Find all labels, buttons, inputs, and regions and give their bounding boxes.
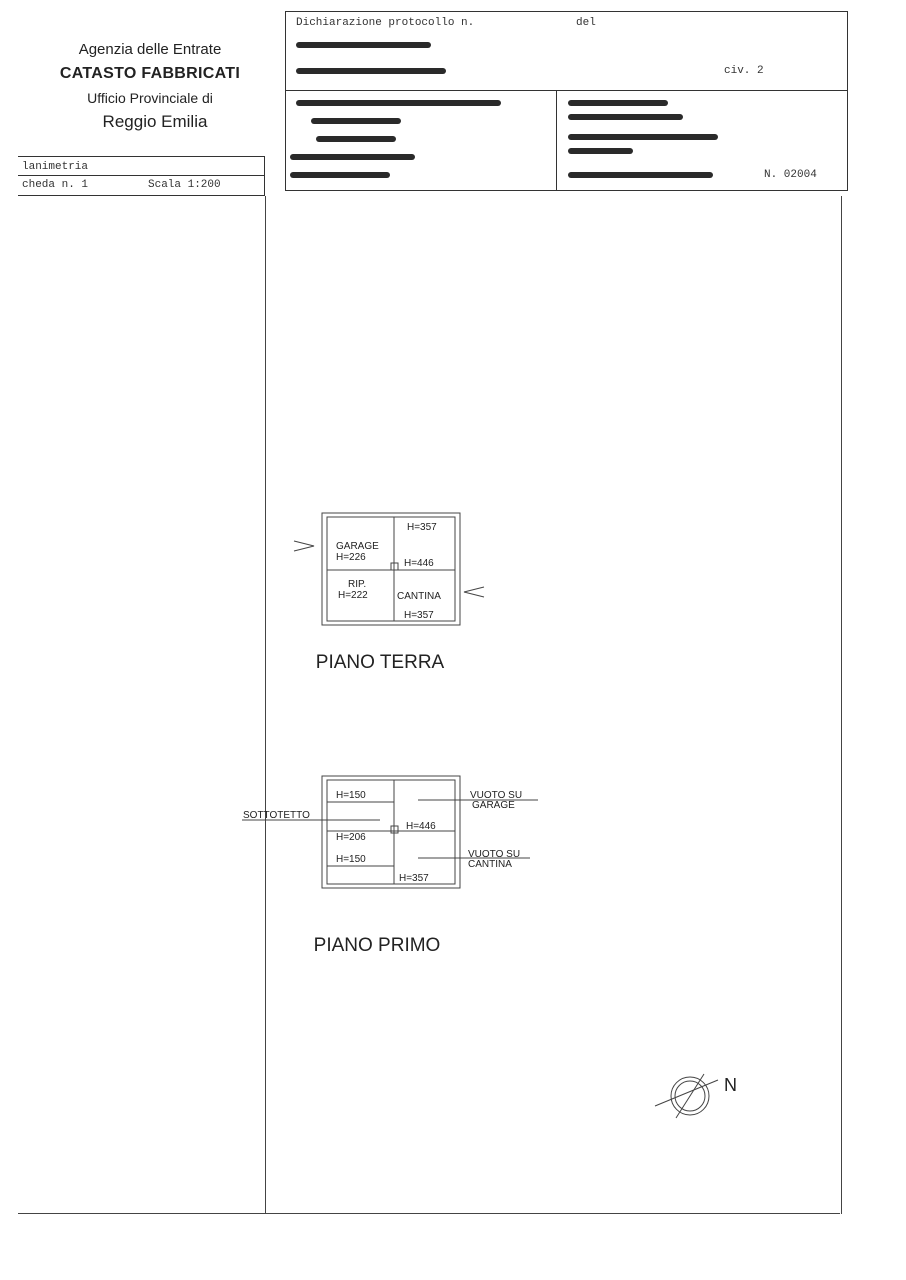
date-label: del: [576, 17, 596, 29]
garage-height: H=226: [336, 552, 366, 563]
vuoto-cantina-label: VUOTO SU: [468, 849, 520, 860]
height-label: H=150: [336, 790, 366, 801]
redaction-bar: [568, 172, 713, 178]
redaction-bar: [311, 118, 401, 124]
planimetria-box: lanimetria cheda n. 1 Scala 1:200: [18, 156, 265, 196]
redaction-bar: [316, 136, 396, 142]
vuoto-garage-label: GARAGE: [472, 800, 515, 811]
planimetria-label: lanimetria: [22, 161, 89, 173]
garage-label: GARAGE: [336, 541, 379, 552]
height-label: H=446: [404, 558, 434, 569]
redaction-bar: [290, 154, 415, 160]
sheet-number: N. 02004: [764, 169, 817, 181]
height-label: H=206: [336, 832, 366, 843]
inner-wall: [326, 779, 456, 885]
scale-label: Scala 1:200: [148, 179, 221, 191]
office-city: Reggio Emilia: [102, 112, 208, 131]
inner-wall: [326, 516, 456, 622]
office-label: Ufficio Provinciale di: [87, 90, 213, 106]
redaction-bar: [568, 134, 718, 140]
bottom-border: [18, 1213, 840, 1214]
pillar: [390, 562, 399, 571]
cantina-label: CANTINA: [397, 591, 441, 602]
declaration-box: Dichiarazione protocollo n. del civ. 2 N…: [285, 11, 848, 191]
scheda-label: cheda n. 1: [22, 179, 89, 191]
redaction-bar: [568, 148, 633, 154]
entrance-arrow: [293, 540, 315, 552]
height-label: H=446: [406, 821, 436, 832]
redaction-bar: [568, 114, 683, 120]
vuoto-garage-label: VUOTO SU: [470, 790, 522, 801]
sottotetto-label: SOTTOTETTO: [243, 810, 310, 821]
rip-label: RIP.: [348, 579, 366, 590]
ground-floor-plan: [293, 512, 485, 626]
drawing-frame: [265, 196, 842, 1214]
height-label: H=357: [399, 873, 429, 884]
first-floor-plan: [242, 775, 538, 889]
redaction-bar: [296, 68, 446, 74]
redaction-bar: [568, 100, 668, 106]
redaction-bar: [296, 42, 431, 48]
north-label: N: [724, 1075, 737, 1095]
divider: [18, 175, 264, 176]
first-floor-title: PIANO PRIMO: [314, 935, 441, 956]
north-compass-icon: [654, 1073, 719, 1119]
divider: [556, 90, 557, 190]
catasto-title: CATASTO FABBRICATI: [59, 65, 241, 82]
civic-number: civ. 2: [724, 65, 764, 77]
redaction-bar: [290, 172, 390, 178]
height-label: H=357: [404, 610, 434, 621]
redaction-bar: [296, 100, 501, 106]
outer-wall: [321, 775, 461, 889]
pillar: [390, 825, 399, 834]
entrance-arrow: [463, 586, 485, 598]
vuoto-cantina-label: CANTINA: [468, 859, 512, 870]
height-label: H=357: [407, 522, 437, 533]
ground-floor-title: PIANO TERRA: [316, 652, 445, 673]
agency-heading: Agenzia delle Entrate CATASTO FABBRICATI…: [40, 38, 260, 134]
agency-name: Agenzia delle Entrate: [78, 41, 222, 58]
protocol-label: Dichiarazione protocollo n.: [296, 17, 475, 29]
divider: [286, 90, 847, 91]
rip-height: H=222: [338, 590, 368, 601]
outer-wall: [321, 512, 461, 626]
height-label: H=150: [336, 854, 366, 865]
